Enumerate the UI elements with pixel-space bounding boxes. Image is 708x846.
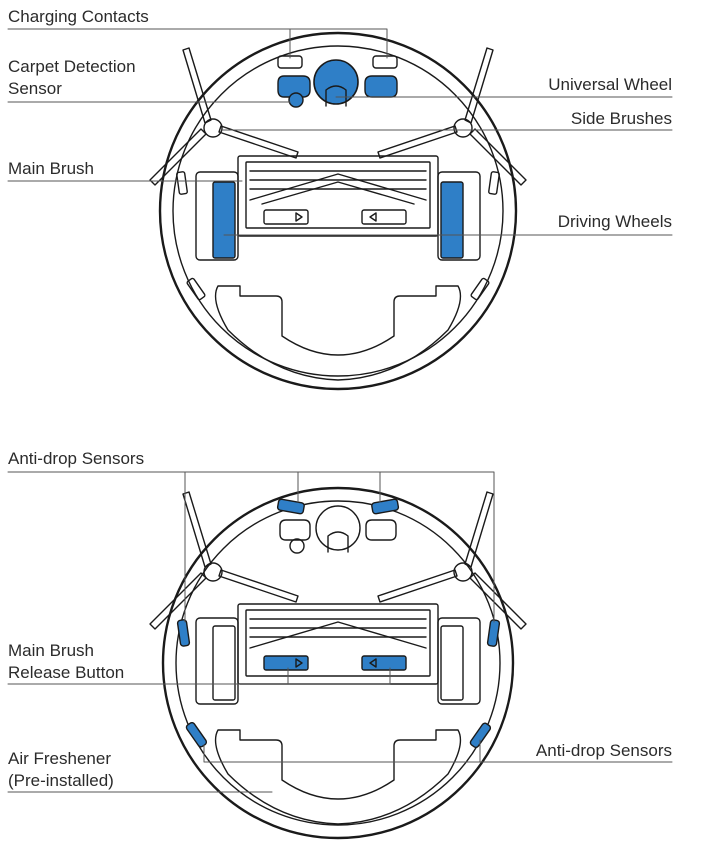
label-air-freshener-line2: (Pre-installed) [8,771,114,790]
universal-wheel [313,59,359,105]
label-main-brush: Main Brush [8,159,94,178]
label-release-button-line2: Release Button [8,663,125,682]
driving-wheel-right [437,171,481,261]
side-window [176,171,188,195]
leader-lines [7,28,673,793]
universal-wheel-hub [325,85,347,107]
label-release-button-line1: Main Brush [8,641,94,660]
label-carpet-sensor: Carpet Detection Sensor [8,56,136,100]
robot-body-inner [175,500,501,826]
anti-drop-sensor-front-right [371,498,400,515]
robot-bottom-view [149,486,527,840]
label-air-freshener: Air Freshener (Pre-installed) [8,748,114,792]
side-brush-right [377,491,527,630]
robot-top-view [149,31,527,391]
universal-wheel-hub [327,531,349,553]
side-brush-left [149,47,299,186]
label-carpet-sensor-line1: Carpet Detection [8,57,136,76]
leader-release-button [7,667,391,685]
label-driving-wheels: Driving Wheels [557,212,672,231]
side-window [470,277,490,301]
main-brush-release-button-right [361,655,407,671]
charging-contact-right [372,55,398,69]
label-air-freshener-line1: Air Freshener [8,749,111,768]
robot-body-inner [172,45,504,377]
anti-drop-sensor-rear-right [469,722,492,749]
label-anti-drop-sensors-top: Anti-drop Sensors [8,449,145,468]
main-brush [237,155,439,237]
driving-wheel-left [195,171,239,261]
wheel-housing-right [364,75,398,98]
anti-drop-sensor-rear-left [185,721,208,748]
leader-anti-drop-top [7,471,495,623]
wheel-housing-right [365,519,397,541]
leader-charging-contacts [7,28,388,59]
side-window [488,171,500,195]
anti-drop-sensor-side-right [486,619,501,647]
main-brush-release-button-left [263,655,309,671]
anti-drop-sensor-front-left [276,498,305,515]
carpet-detection-sensor [288,92,304,108]
label-release-button: Main Brush Release Button [8,640,124,684]
main-brush [237,603,439,685]
side-brush-left [149,491,299,630]
wheel-housing-left [279,519,311,541]
carpet-detection-sensor [289,538,305,554]
label-carpet-sensor-line2: Sensor [8,79,62,98]
leader-anti-drop-right [203,739,673,763]
label-charging-contacts: Charging Contacts [8,7,149,26]
robot-body-outer [158,31,518,391]
driving-wheel-right [437,617,481,705]
robot-body-outer [161,486,515,840]
dustbin-outline [214,729,462,825]
label-anti-drop-sensors-right: Anti-drop Sensors [535,741,672,760]
anti-drop-sensor-side-left [176,619,191,647]
dustbin-outline [214,285,462,381]
side-brush-right [377,47,527,186]
label-universal-wheel: Universal Wheel [548,75,672,94]
universal-wheel [315,505,361,551]
driving-wheel-left [195,617,239,705]
label-side-brushes: Side Brushes [570,109,672,128]
side-window [186,277,206,301]
